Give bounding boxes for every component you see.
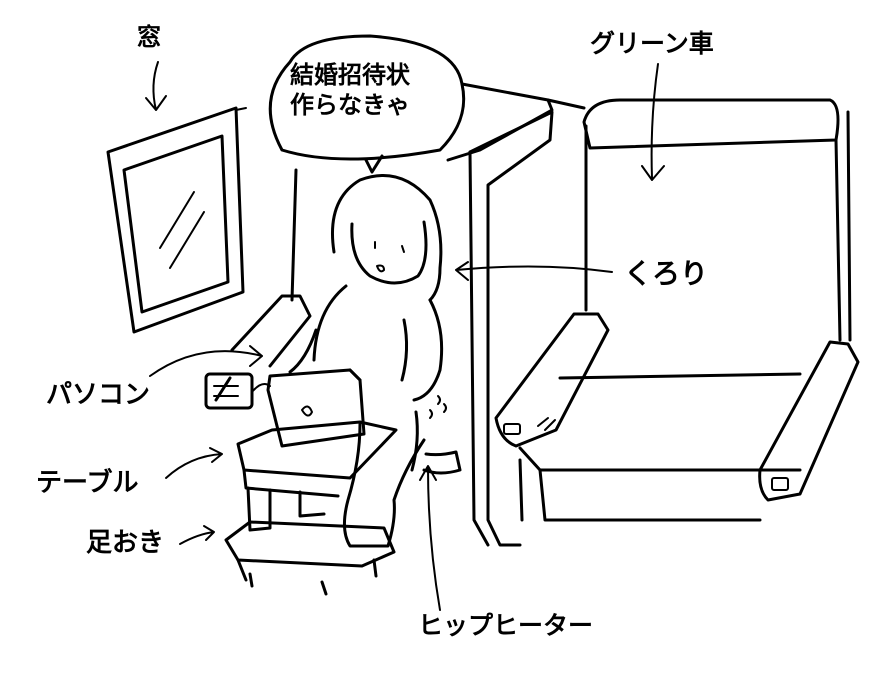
speech-line-1: 結婚招待状 [290,61,410,89]
pc-arrow [149,345,263,377]
footrest-label: 足おき [86,528,165,558]
laptop-drawing [204,368,366,448]
speech-line-2: 作らなきゃ [290,91,410,119]
hip-heater-label: ヒップヒーター [418,611,594,640]
green-car-arrow [641,63,665,181]
speech-bubble [268,34,466,174]
table-drawing [236,420,398,532]
green-car-seat [494,98,860,522]
window-drawing [106,106,247,334]
hip-heater-arrow [419,465,441,611]
kurori-label: くろり [624,257,709,290]
table-label: テーブル [36,468,139,498]
divider-seat [468,110,554,547]
woman-kurori [288,174,462,548]
window-arrow [145,61,167,111]
footrest-drawing [224,520,396,596]
kurori-arrow [455,261,613,281]
speech-bubble-text: 結婚招待状 作らなきゃ [290,60,410,120]
footrest-arrow [179,525,215,545]
green-car-label: グリーン車 [590,29,714,58]
table-arrow [165,447,223,479]
pc-label: パソコン [46,380,151,410]
window-label: 窓 [137,23,161,51]
